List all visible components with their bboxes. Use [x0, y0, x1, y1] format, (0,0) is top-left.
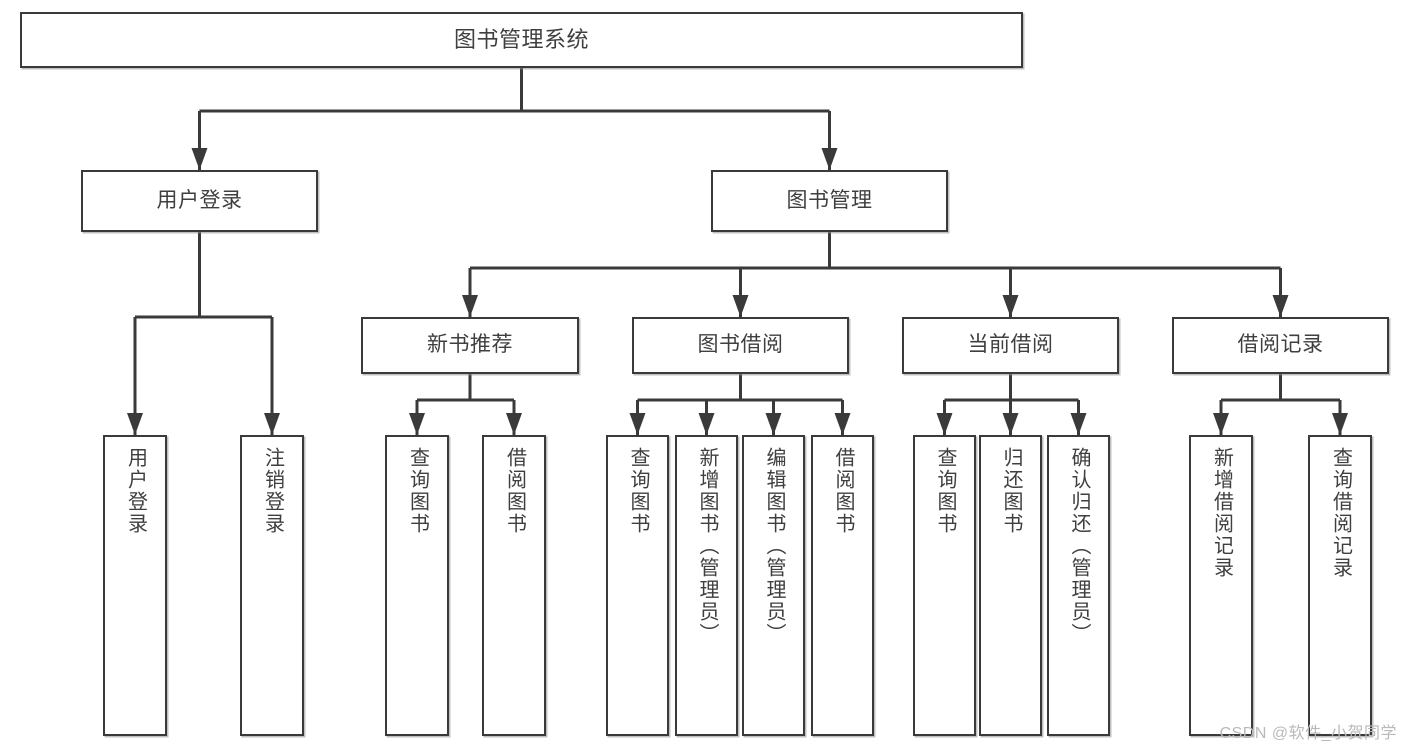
node-book-manage[interactable]: 图书管理 — [711, 170, 948, 232]
node-leaf-borrow-book-brw[interactable]: 借阅图书 — [811, 435, 874, 736]
node-label-leaf-user-login: 用户登录 — [124, 447, 147, 535]
node-borrow-record[interactable]: 借阅记录 — [1172, 317, 1389, 374]
node-label-leaf-query-book-rec: 查询图书 — [406, 447, 429, 535]
node-label-leaf-query-book-brw: 查询图书 — [627, 447, 649, 535]
node-leaf-user-logout[interactable]: 注销登录 — [240, 435, 304, 736]
node-user-login[interactable]: 用户登录 — [81, 170, 318, 232]
node-leaf-add-book-admin[interactable]: 新增图书（管理员） — [675, 435, 738, 736]
node-label-leaf-add-book-admin: 新增图书（管理员） — [696, 447, 718, 645]
node-label-leaf-query-book-cur: 查询图书 — [934, 447, 956, 535]
node-book-borrow[interactable]: 图书借阅 — [632, 317, 849, 374]
node-label-leaf-user-logout: 注销登录 — [261, 447, 284, 535]
node-label-borrow-record: 借阅记录 — [1237, 333, 1324, 357]
node-new-book-recommend[interactable]: 新书推荐 — [361, 317, 579, 374]
node-label-book-borrow: 图书借阅 — [697, 333, 784, 357]
node-label-leaf-edit-book-admin: 编辑图书（管理员） — [763, 447, 785, 645]
node-label-book-manage: 图书管理 — [786, 188, 873, 212]
node-leaf-user-login[interactable]: 用户登录 — [103, 435, 167, 736]
node-leaf-query-book-brw[interactable]: 查询图书 — [606, 435, 669, 736]
node-label-leaf-query-borrow-record: 查询借阅记录 — [1329, 447, 1352, 579]
node-leaf-borrow-book-rec[interactable]: 借阅图书 — [482, 435, 546, 736]
csdn-watermark: CSDN @软件_小贺同学 — [1219, 725, 1397, 742]
node-label-new-book-recommend: 新书推荐 — [427, 333, 513, 357]
node-label-leaf-borrow-book-brw: 借阅图书 — [832, 447, 854, 535]
node-label-user-login: 用户登录 — [156, 188, 243, 212]
node-label-leaf-add-borrow-record: 新增借阅记录 — [1210, 447, 1233, 579]
node-current-borrow[interactable]: 当前借阅 — [902, 317, 1119, 374]
node-root[interactable]: 图书管理系统 — [20, 12, 1023, 68]
node-leaf-return-book[interactable]: 归还图书 — [979, 435, 1042, 736]
node-label-leaf-return-book: 归还图书 — [1000, 447, 1022, 535]
node-leaf-add-borrow-record[interactable]: 新增借阅记录 — [1189, 435, 1253, 736]
node-label-root: 图书管理系统 — [453, 27, 589, 53]
node-leaf-query-borrow-record[interactable]: 查询借阅记录 — [1308, 435, 1372, 736]
node-label-current-borrow: 当前借阅 — [967, 333, 1054, 357]
node-leaf-confirm-return[interactable]: 确认归还（管理员） — [1047, 435, 1110, 736]
node-label-leaf-confirm-return: 确认归还（管理员） — [1068, 447, 1090, 645]
node-leaf-edit-book-admin[interactable]: 编辑图书（管理员） — [742, 435, 805, 736]
node-label-leaf-borrow-book-rec: 借阅图书 — [503, 447, 526, 535]
node-leaf-query-book-cur[interactable]: 查询图书 — [913, 435, 976, 736]
node-leaf-query-book-rec[interactable]: 查询图书 — [385, 435, 449, 736]
